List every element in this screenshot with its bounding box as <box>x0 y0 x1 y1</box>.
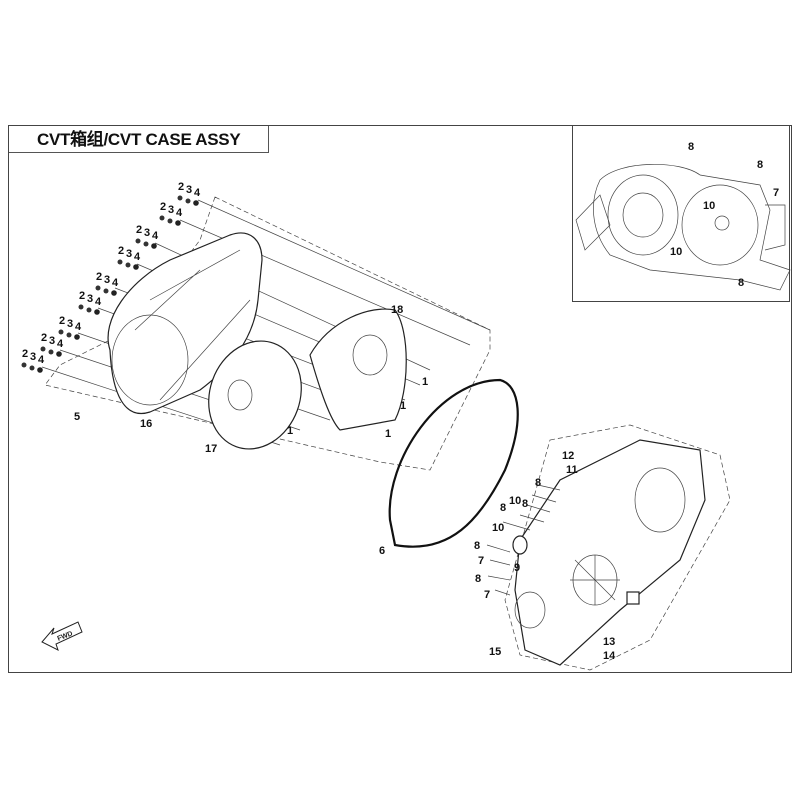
callout-5: 5 <box>74 411 80 423</box>
callout-3: 3 <box>186 184 192 196</box>
callout-2: 2 <box>22 348 28 360</box>
callout-12: 12 <box>562 450 574 462</box>
callout-3: 3 <box>126 248 132 260</box>
callout-3: 3 <box>87 293 93 305</box>
bolt-group: 2 3 4 <box>40 332 64 357</box>
callout-13: 13 <box>603 636 615 648</box>
callout-2: 2 <box>178 181 184 193</box>
callout-18: 18 <box>391 304 403 316</box>
callout-8: 8 <box>522 498 528 510</box>
bolt-group: 2 3 4 <box>58 315 82 340</box>
callout-1: 1 <box>400 400 406 412</box>
callout-3: 3 <box>67 318 73 330</box>
callout-11: 11 <box>566 464 578 476</box>
callouts: 5 16 17 18 1 1 1 1 6 12 11 8 10 8 8 10 9… <box>74 141 779 662</box>
cover-plate-part <box>309 308 407 431</box>
inset-callout-7: 7 <box>773 187 779 199</box>
inset-callout-8: 8 <box>738 277 744 289</box>
callout-4: 4 <box>176 207 183 219</box>
bushing-part <box>626 591 640 605</box>
callout-10: 10 <box>509 495 521 507</box>
callout-3: 3 <box>168 204 174 216</box>
callout-8: 8 <box>535 477 541 489</box>
callout-2: 2 <box>118 245 124 257</box>
bolt-group: 2 3 4 <box>177 181 201 206</box>
callout-15: 15 <box>489 646 501 658</box>
callout-4: 4 <box>194 187 201 199</box>
callout-4: 4 <box>57 338 64 350</box>
inset-callout-10: 10 <box>670 246 682 258</box>
callout-4: 4 <box>112 277 119 289</box>
callout-3: 3 <box>30 351 36 363</box>
inset-frame <box>572 125 790 302</box>
callout-2: 2 <box>96 271 102 283</box>
callout-7: 7 <box>478 555 484 567</box>
callout-10: 10 <box>492 522 504 534</box>
inset-case-view <box>575 163 791 291</box>
callout-4: 4 <box>152 230 159 242</box>
crankcase-part <box>514 439 706 666</box>
callout-4: 4 <box>75 321 82 333</box>
callout-2: 2 <box>59 315 65 327</box>
inset-callout-10: 10 <box>703 200 715 212</box>
callout-3: 3 <box>144 227 150 239</box>
bolt-group: 2 3 4 <box>135 224 159 249</box>
callout-2: 2 <box>136 224 142 236</box>
inset-callout-8: 8 <box>757 159 763 171</box>
callout-1: 1 <box>287 425 293 437</box>
callout-3: 3 <box>49 335 55 347</box>
oil-seal-part <box>512 535 528 555</box>
callout-16: 16 <box>140 418 152 430</box>
forward-direction-arrow: FWD <box>41 621 83 651</box>
callout-4: 4 <box>38 354 45 366</box>
diagram-title: CVT箱组/CVT CASE ASSY <box>9 126 269 153</box>
callout-2: 2 <box>79 290 85 302</box>
callout-2: 2 <box>41 332 47 344</box>
callout-4: 4 <box>134 251 141 263</box>
gasket-part <box>388 378 519 548</box>
callout-3: 3 <box>104 274 110 286</box>
bolt-group: 2 3 4 <box>159 201 183 226</box>
bolt-group: 2 3 4 <box>21 348 45 373</box>
inset-callout-8: 8 <box>688 141 694 153</box>
crankcase-assembly-outline <box>504 424 731 671</box>
callout-4: 4 <box>95 296 102 308</box>
callout-8: 8 <box>474 540 480 552</box>
callout-14: 14 <box>603 650 616 662</box>
bolt-group: 2 3 4 <box>78 290 102 315</box>
callout-1: 1 <box>385 428 391 440</box>
callout-1: 1 <box>422 376 428 388</box>
callout-7: 7 <box>484 589 490 601</box>
inner-cover-part <box>208 340 302 450</box>
crankcase-bolts <box>486 484 561 596</box>
callout-9: 9 <box>514 562 520 574</box>
bolt-group: 2 3 4 <box>95 271 119 296</box>
diagram-frame <box>8 125 792 673</box>
callout-17: 17 <box>205 443 217 455</box>
callout-6: 6 <box>379 545 385 557</box>
callout-2: 2 <box>160 201 166 213</box>
callout-8: 8 <box>500 502 506 514</box>
bolt-group: 2 3 4 <box>117 245 141 270</box>
callout-8: 8 <box>475 573 481 585</box>
